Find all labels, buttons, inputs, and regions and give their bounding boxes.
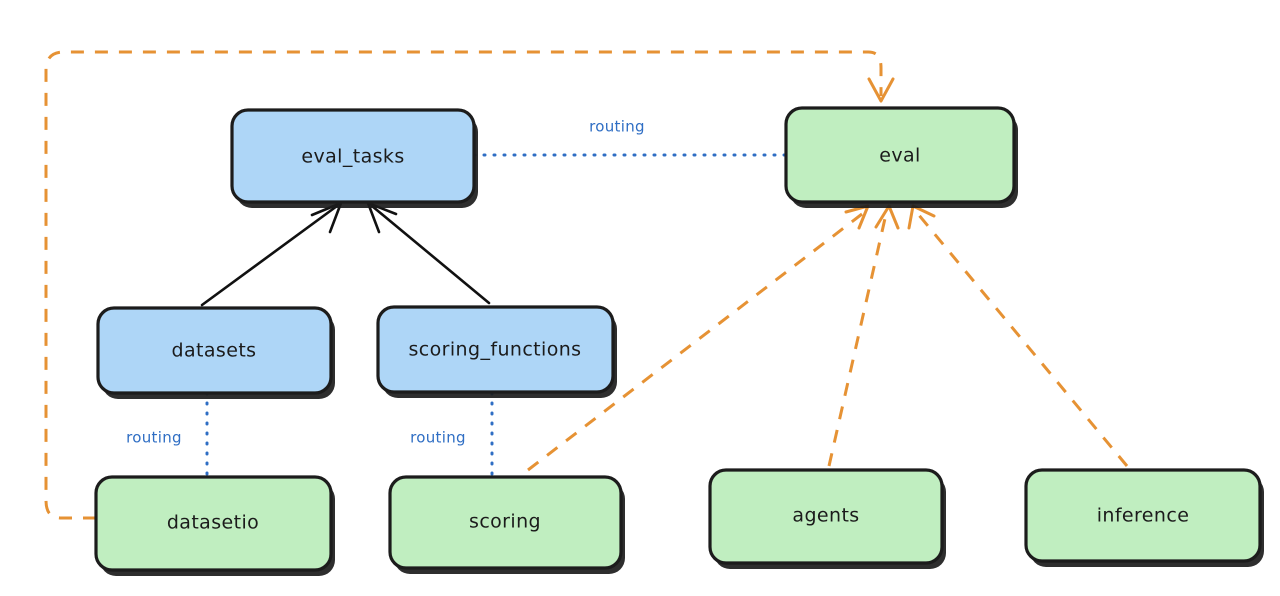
edge-path-datasetio-eval bbox=[44, 50, 883, 520]
node-eval-label: eval bbox=[879, 145, 920, 167]
node-eval_tasks-box bbox=[230, 108, 476, 204]
node-datasetio-box bbox=[94, 475, 333, 572]
node-scoring-box bbox=[388, 475, 623, 570]
node-agents-label: agents bbox=[792, 505, 859, 527]
edge-path-inference-eval bbox=[916, 213, 1129, 467]
node-scoring_functions[interactable]: scoring_functions bbox=[376, 305, 617, 398]
edge-path-agents-eval bbox=[827, 213, 888, 467]
edge-inference-eval bbox=[907, 204, 1129, 467]
node-inference[interactable]: inference bbox=[1024, 468, 1264, 567]
node-agents-box bbox=[708, 468, 944, 565]
edge-label-group: routing routing routing bbox=[126, 118, 645, 447]
edge-datasetio-eval bbox=[44, 50, 895, 520]
node-inference-box bbox=[1024, 468, 1262, 563]
node-scoring_functions-label: scoring_functions bbox=[409, 339, 582, 361]
node-eval_tasks[interactable]: eval_tasks bbox=[230, 108, 478, 208]
node-datasets-label: datasets bbox=[172, 340, 257, 362]
arrowhead-agents-eval bbox=[874, 204, 900, 230]
edge-path-datasets-eval_tasks bbox=[200, 204, 339, 307]
edge-datasets-eval_tasks bbox=[200, 201, 343, 307]
node-eval_tasks-label: eval_tasks bbox=[301, 146, 404, 168]
edge-label-routing-eval_tasks-eval: routing bbox=[589, 118, 645, 136]
edge-path-scoringfn-eval_tasks bbox=[370, 204, 491, 305]
edge-scoringfn-eval_tasks bbox=[366, 201, 491, 305]
edge-group-dotted-routing bbox=[205, 153, 788, 479]
node-datasets[interactable]: datasets bbox=[96, 306, 335, 399]
node-datasets-box bbox=[96, 306, 333, 395]
node-datasetio-label: datasetio bbox=[167, 512, 259, 534]
node-agents[interactable]: agents bbox=[708, 468, 946, 569]
node-datasetio[interactable]: datasetio bbox=[94, 475, 335, 576]
node-inference-label: inference bbox=[1097, 505, 1190, 527]
edge-group-solid-dependencies bbox=[200, 201, 491, 307]
edge-label-routing-datasets-datasetio: routing bbox=[126, 429, 182, 447]
edge-agents-eval bbox=[827, 204, 900, 467]
node-eval[interactable]: eval bbox=[784, 106, 1018, 208]
node-scoring[interactable]: scoring bbox=[388, 475, 625, 574]
node-scoring_functions-box bbox=[376, 305, 615, 394]
node-eval-box bbox=[784, 106, 1016, 204]
arrowhead-datasetio-eval bbox=[867, 77, 895, 103]
node-scoring-label: scoring bbox=[469, 511, 541, 533]
edge-label-routing-scoringfn-scoring: routing bbox=[410, 429, 466, 447]
